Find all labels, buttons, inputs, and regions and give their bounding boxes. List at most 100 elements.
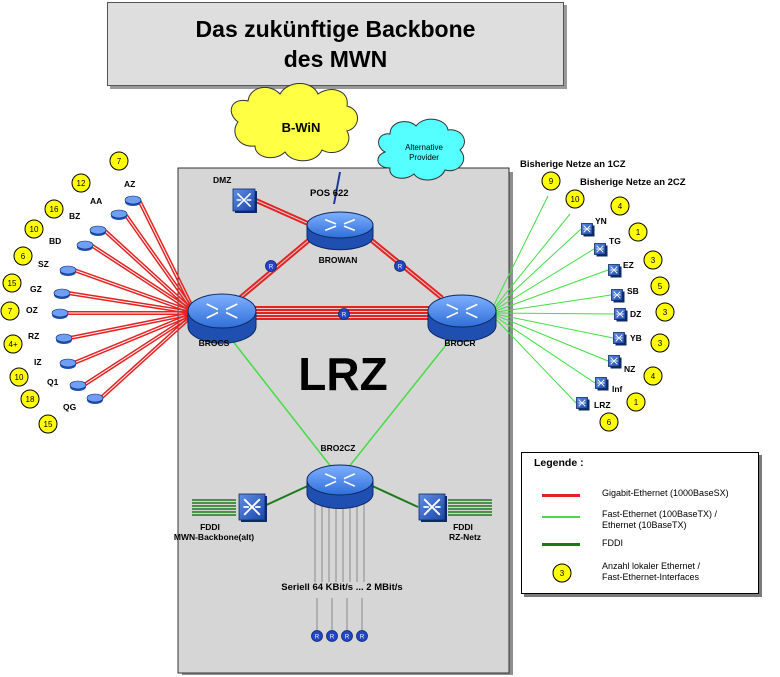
fddi-right-switch: [418, 493, 447, 522]
count-value: 3: [651, 256, 656, 265]
count-value: 1: [634, 398, 639, 407]
serial-marker-4: R: [356, 630, 368, 642]
router-arrow-icon: [324, 218, 337, 225]
switch-cross-icon: [423, 498, 441, 516]
brocs-label: BROCS: [199, 338, 230, 348]
legend-label-gigabit: Gigabit-Ethernet (1000BaseSX): [602, 488, 729, 498]
left-node-label: BZ: [69, 211, 80, 221]
left-node-label: AZ: [124, 179, 135, 189]
left-node-router: [59, 358, 77, 369]
link-marker-icon: [338, 308, 350, 320]
right-fast-link: [489, 312, 596, 384]
left-gigabit-link: [91, 243, 197, 313]
right-fast-link: [489, 228, 582, 314]
links-layer: [66, 171, 615, 632]
left-node-router: [69, 380, 87, 391]
legend-label-fddi: FDDI: [602, 538, 623, 548]
title-box: Das zukünftige Backbone des MWN: [107, 2, 564, 86]
left-gigabit-link: [74, 313, 196, 365]
count-value: 6: [607, 418, 612, 427]
router-top: [427, 294, 497, 328]
router-arrow-icon: [343, 218, 356, 225]
left-node-count: 6: [13, 246, 33, 266]
count-value: 7: [117, 157, 122, 166]
switch-cross-icon: [610, 357, 618, 365]
fddi-left-switch: [238, 493, 267, 522]
left-node-count: 10: [24, 219, 44, 239]
dmz-label: DMZ: [213, 175, 231, 185]
switch-cross-icon: [583, 225, 591, 233]
link-marker-text: R: [269, 265, 274, 271]
right-node-switch: [608, 264, 622, 278]
count-value: 7: [8, 307, 13, 316]
center-label: LRZ: [298, 348, 387, 400]
link-marker-2: R: [394, 260, 406, 272]
right-node-count: 3: [650, 333, 670, 353]
legend-label-fast-2: Ethernet (10BaseTX): [602, 520, 687, 530]
right-node-label: DZ: [630, 309, 641, 319]
switch-cross-icon: [615, 334, 623, 342]
left-gigabit-link: [74, 268, 196, 313]
right-fast-link: [489, 195, 549, 314]
count-value: 10: [571, 195, 580, 204]
count-circle-icon: [541, 171, 561, 191]
left-gigabit-link: [73, 270, 195, 315]
router-arrow-icon: [225, 303, 238, 311]
right-fast-link: [489, 269, 609, 314]
pos-label: POS 622: [310, 188, 349, 199]
fddi-right-label-2: RZ-Netz: [449, 532, 481, 542]
left-node-router: [59, 265, 77, 276]
right-node-count: 3: [655, 302, 675, 322]
link-marker-icon: [326, 630, 338, 642]
count-circle-icon: [13, 246, 33, 266]
small-router-top: [51, 308, 69, 318]
serial-marker-3: R: [341, 630, 353, 642]
serial-marker-1: R: [311, 630, 323, 642]
count-circle-icon: [643, 366, 663, 386]
left-node-router: [86, 393, 104, 404]
router-arrow-icon: [343, 480, 356, 487]
count-value: 3: [658, 339, 663, 348]
right-fast-link: [489, 312, 614, 339]
count-circle-icon: [38, 414, 58, 434]
switch-cross-icon: [616, 310, 624, 318]
left-node-label: GZ: [30, 284, 42, 294]
right-node-switch: [581, 223, 595, 237]
title-line-1: Das zukünftige Backbone: [195, 16, 476, 42]
brocr-bro2cz-link: [347, 334, 455, 469]
left-gigabit-link: [69, 311, 195, 338]
count-circle-icon: [610, 196, 630, 216]
fddi-right-label-1: FDDI: [453, 522, 473, 532]
router-arrow-icon: [343, 225, 356, 232]
brocr-router: [427, 294, 497, 342]
legend-item-fast-ethernet: Fast-Ethernet (100BaseTX) / Ethernet (10…: [528, 509, 754, 535]
count-value: 16: [50, 205, 59, 214]
fddi-left-label-2: MWN-Backbone(alt): [174, 532, 254, 542]
left-node-router: [55, 333, 73, 344]
right-node-count: 3: [643, 250, 663, 270]
small-router-top: [59, 265, 77, 275]
count-value: 4: [651, 372, 656, 381]
legend-item-fddi: FDDI: [528, 537, 754, 563]
count-value: 6: [21, 252, 26, 261]
left-gigabit-link: [99, 311, 195, 398]
left-node-label: QG: [63, 402, 77, 412]
left-gigabit-link: [82, 311, 195, 385]
left-gigabit-link: [125, 212, 197, 313]
count-circle-icon: [650, 276, 670, 296]
bro2cz-label: BRO2CZ: [321, 443, 356, 453]
small-router-top: [110, 209, 128, 219]
count-value: 3: [663, 308, 668, 317]
brocr-label: BROCR: [444, 338, 475, 348]
browan-router: [306, 211, 374, 251]
count-value: 9: [549, 177, 554, 186]
bwin-label: B-WiN: [282, 120, 321, 135]
count-circle-icon: [2, 273, 22, 293]
router-arrow-icon: [465, 311, 478, 319]
count-circle-icon: [109, 151, 129, 171]
left-gigabit-link: [67, 293, 195, 315]
router-arrow-icon: [324, 480, 337, 487]
count-circle-icon: [565, 189, 585, 209]
count-circle-icon: [44, 199, 64, 219]
switch-cross-icon: [243, 498, 261, 516]
